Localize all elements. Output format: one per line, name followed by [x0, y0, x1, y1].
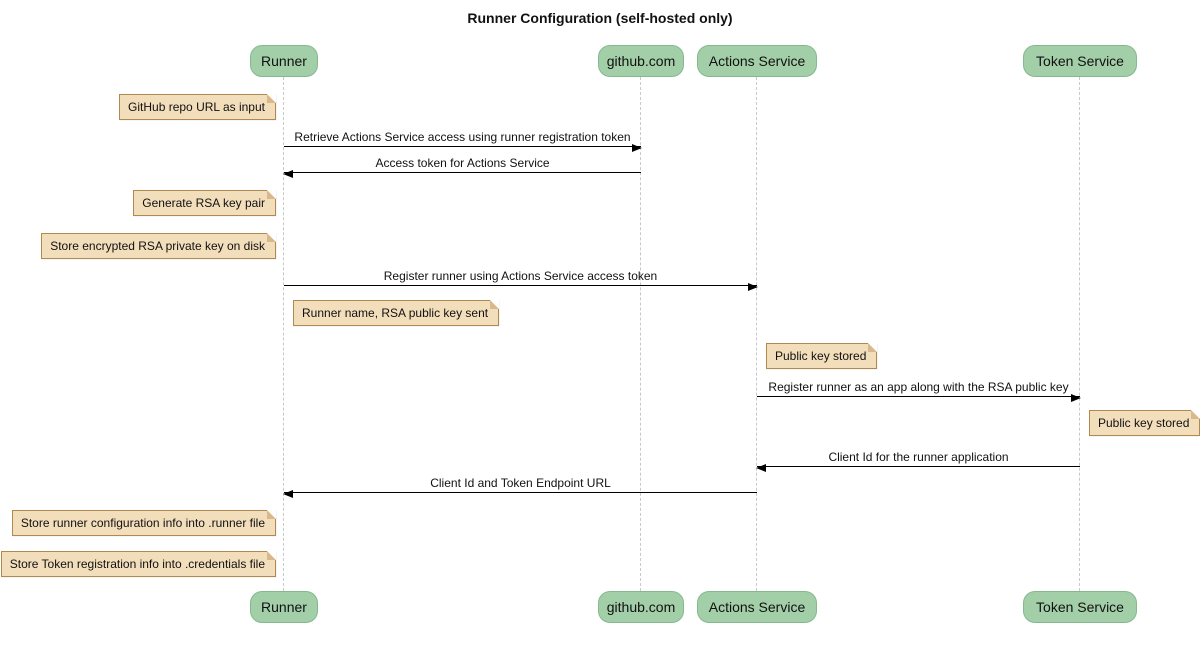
note-store-private-key: Store encrypted RSA private key on disk — [41, 233, 276, 259]
message-line — [284, 146, 641, 147]
message-label: Client Id and Token Endpoint URL — [430, 476, 611, 490]
message-client-id-endpoint: Client Id and Token Endpoint URL — [283, 476, 757, 498]
participant-token-service-top: Token Service — [1023, 45, 1137, 77]
participant-actions-service-bottom: Actions Service — [697, 591, 817, 623]
message-line — [284, 492, 757, 493]
note-store-runner-file: Store runner configuration info into .ru… — [11, 510, 277, 536]
arrowhead-icon — [748, 283, 758, 291]
arrowhead-icon — [1071, 394, 1081, 402]
lifeline-token-service — [1079, 77, 1080, 591]
message-label: Register runner as an app along with the… — [768, 380, 1069, 394]
arrowhead-icon — [756, 464, 766, 472]
message-register-runner: Register runner using Actions Service ac… — [284, 269, 758, 291]
message-label: Register runner using Actions Service ac… — [383, 269, 658, 283]
note-generate-rsa-key: Generate RSA key pair — [133, 190, 276, 216]
note-runner-name-sent: Runner name, RSA public key sent — [293, 300, 500, 326]
participant-runner-bottom: Runner — [250, 591, 318, 623]
arrowhead-icon — [632, 144, 642, 152]
lifeline-github — [640, 77, 641, 591]
diagram-title: Runner Configuration (self-hosted only) — [467, 10, 733, 26]
note-public-key-stored-token: Public key stored — [1089, 410, 1200, 436]
message-client-id: Client Id for the runner application — [756, 450, 1080, 472]
message-line — [757, 466, 1080, 467]
note-github-repo-url: GitHub repo URL as input — [119, 94, 276, 120]
message-line — [757, 396, 1080, 397]
participant-runner-top: Runner — [250, 45, 318, 77]
lifeline-actions-service — [756, 77, 757, 591]
arrowhead-icon — [283, 170, 293, 178]
participant-github-bottom: github.com — [598, 591, 684, 623]
note-public-key-stored-actions: Public key stored — [766, 343, 878, 369]
participant-token-service-bottom: Token Service — [1023, 591, 1137, 623]
message-line — [284, 285, 757, 286]
message-retrieve-access: Retrieve Actions Service access using ru… — [284, 130, 642, 152]
participant-actions-service-top: Actions Service — [697, 45, 817, 77]
message-line — [284, 172, 641, 173]
message-register-app: Register runner as an app along with the… — [757, 380, 1081, 402]
message-label: Access token for Actions Service — [375, 156, 550, 170]
message-access-token: Access token for Actions Service — [283, 156, 641, 178]
participant-github-top: github.com — [598, 45, 684, 77]
lifeline-runner — [283, 77, 284, 591]
arrowhead-icon — [283, 490, 293, 498]
message-label: Retrieve Actions Service access using ru… — [294, 130, 631, 144]
note-store-credentials-file: Store Token registration info into .cred… — [0, 551, 277, 577]
message-label: Client Id for the runner application — [828, 450, 1009, 464]
